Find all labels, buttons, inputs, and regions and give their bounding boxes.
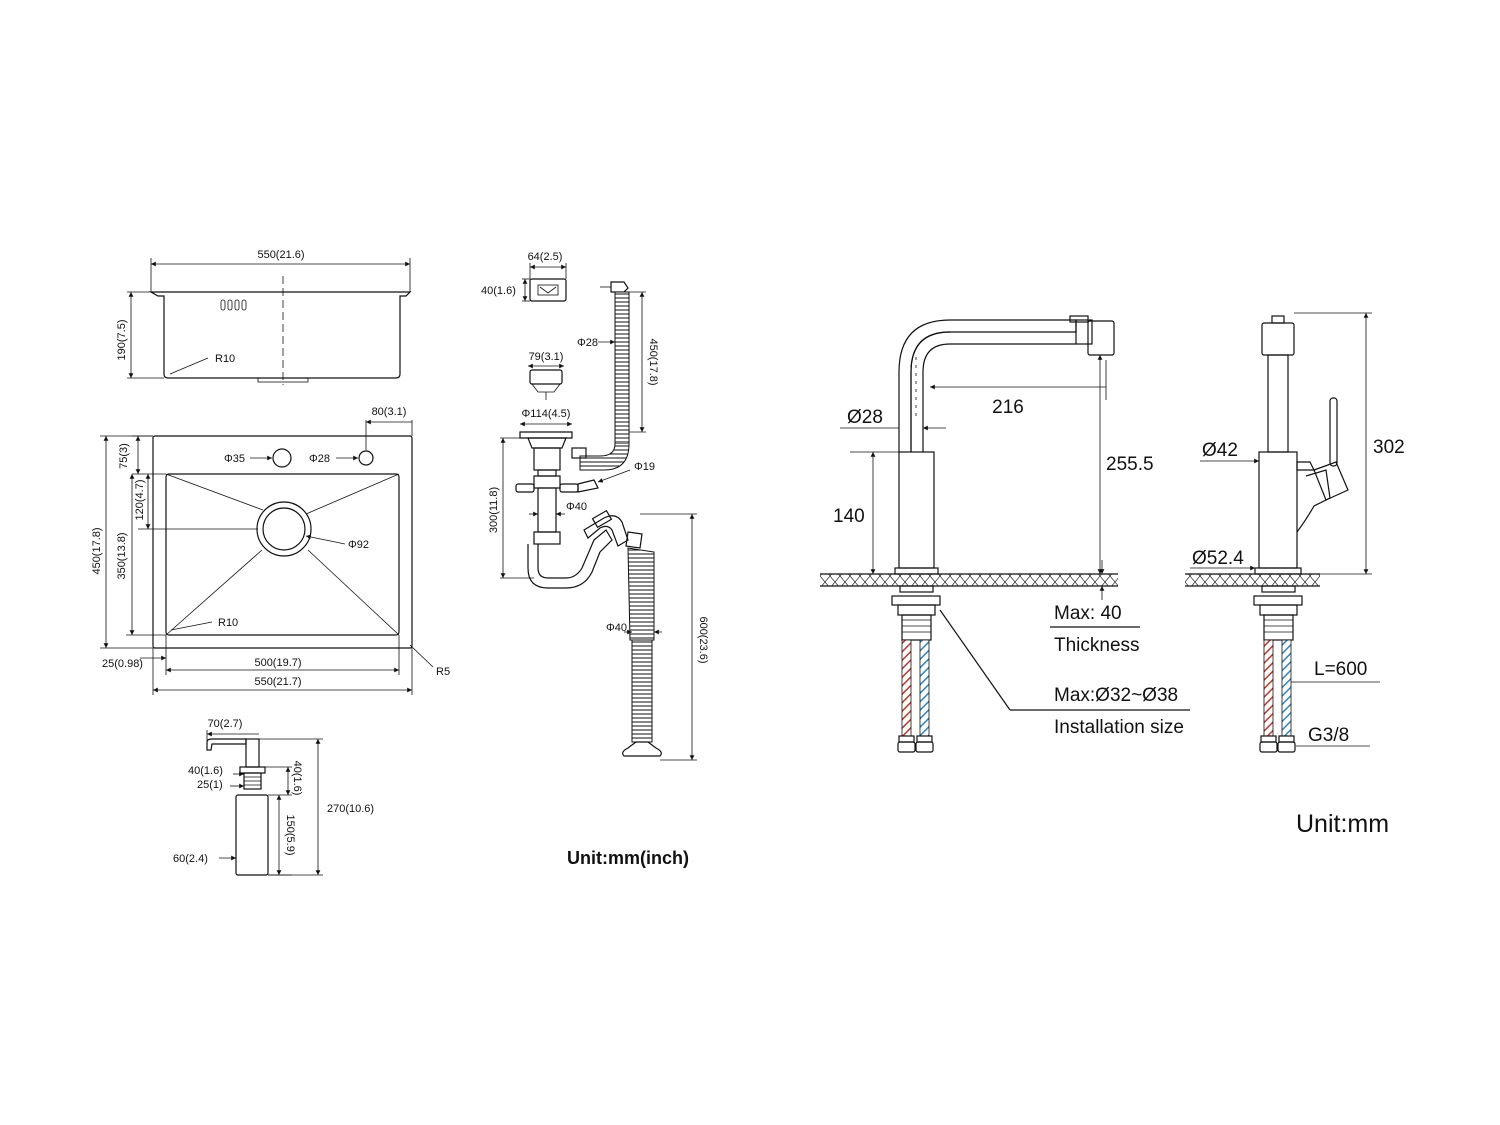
drain-height-label: 300(11.8)	[488, 487, 500, 533]
countertop-front	[1185, 574, 1320, 586]
pipe-dia-label: Φ40	[566, 501, 587, 513]
base-dia-label: Ø52.4	[1192, 548, 1244, 569]
overflow-height-label: 40(1.6)	[481, 285, 516, 297]
outlet-length-label: 600(23.6)	[697, 616, 709, 663]
rim-label: 25(0.98)	[102, 658, 143, 670]
drain-dia-label: Φ92	[348, 539, 369, 551]
sink-section-view: 550(21.6) 190(7.5) R10	[116, 249, 412, 385]
hole1-label: Φ35	[224, 453, 245, 465]
soap-total-label: 270(10.6)	[327, 803, 374, 815]
inner-corner-label: R10	[218, 617, 238, 629]
spout-height-label: 255.5	[1106, 454, 1154, 475]
hole-spacing-label: 80(3.1)	[372, 406, 407, 418]
hot-hose-side	[901, 639, 912, 737]
faucet-side-view: Ø28 216 255.5 140 Max: 40 Thickness Max:…	[820, 315, 1190, 753]
hose-dia-label: Φ28	[577, 337, 598, 349]
sink-width-label: 550(21.6)	[257, 249, 304, 261]
hose-length-label: 450(17.8)	[647, 338, 659, 385]
overflow-slots	[220, 299, 247, 311]
cold-hose-side	[919, 639, 930, 737]
basket-label: 79(3.1)	[529, 351, 564, 363]
sink-depth-label: 190(7.5)	[116, 320, 128, 361]
strainer-label: Φ114(4.5)	[522, 408, 571, 420]
thread-label: G3/8	[1308, 725, 1349, 746]
soap-bottle-dia-label: 60(2.4)	[173, 853, 208, 865]
soap-neck-label: 40(1.6)	[188, 765, 223, 777]
inner-depth-label: 350(13.8)	[116, 532, 128, 579]
thickness-label: Thickness	[1054, 635, 1140, 656]
soap-thread-label: 25(1)	[197, 779, 223, 791]
total-height-label: 302	[1373, 437, 1405, 458]
sink-corner-label: R10	[215, 353, 235, 365]
hot-hose-front	[1263, 639, 1274, 737]
tee-label: Φ19	[634, 461, 655, 473]
hole2-label: Φ28	[309, 453, 330, 465]
install-size-label: Installation size	[1054, 717, 1184, 738]
max-thickness-label: Max: 40	[1054, 603, 1122, 624]
soap-dispenser-view: 70(2.7) 40(1.6) 25(1) 40(1.6) 150(5.9) 2…	[173, 718, 374, 876]
cold-hose-front	[1281, 639, 1292, 737]
reach-label: 216	[992, 397, 1024, 418]
spout-dia-label: Ø28	[847, 407, 883, 428]
soap-bottle-label: 150(5.9)	[284, 815, 296, 856]
sink-plan-view: Φ35 Φ28 80(3.1) 75(3) 120(4.7) Φ92 450(1…	[91, 406, 450, 695]
body-height-label: 140	[833, 506, 865, 527]
body-dia-label: Ø42	[1202, 440, 1238, 461]
drain-hole	[256, 501, 312, 557]
soap-spout-label: 70(2.7)	[208, 718, 243, 730]
inner-width-label: 500(19.7)	[254, 657, 301, 669]
drain-kit-view: 64(2.5) 40(1.6) Φ28 450(17.8) 79(3.1) Φ1…	[481, 251, 709, 868]
outer-depth-label: 450(17.8)	[91, 527, 103, 574]
install-label: Max:Ø32~Ø38	[1054, 685, 1178, 706]
drain-unit-label: Unit:mm(inch)	[567, 848, 689, 868]
outlet-dia-label: Φ40	[606, 622, 627, 634]
drain-offset-label: 120(4.7)	[134, 480, 146, 521]
soap-head-label: 40(1.6)	[291, 761, 303, 796]
overflow-width-label: 64(2.5)	[528, 251, 563, 263]
outer-width-label: 550(21.7)	[254, 676, 301, 688]
faucet-front-view: Ø42 302 Ø52.4 L=600 G3/8 Unit:mm	[1185, 312, 1405, 838]
faucet-hole	[272, 448, 292, 468]
countertop-side	[820, 574, 1118, 586]
outer-corner-label: R5	[436, 666, 450, 678]
accessory-hole	[358, 450, 374, 466]
hose-length-front-label: L=600	[1314, 659, 1367, 680]
edge-offset-label: 75(3)	[118, 443, 130, 469]
faucet-unit-label: Unit:mm	[1296, 810, 1389, 838]
